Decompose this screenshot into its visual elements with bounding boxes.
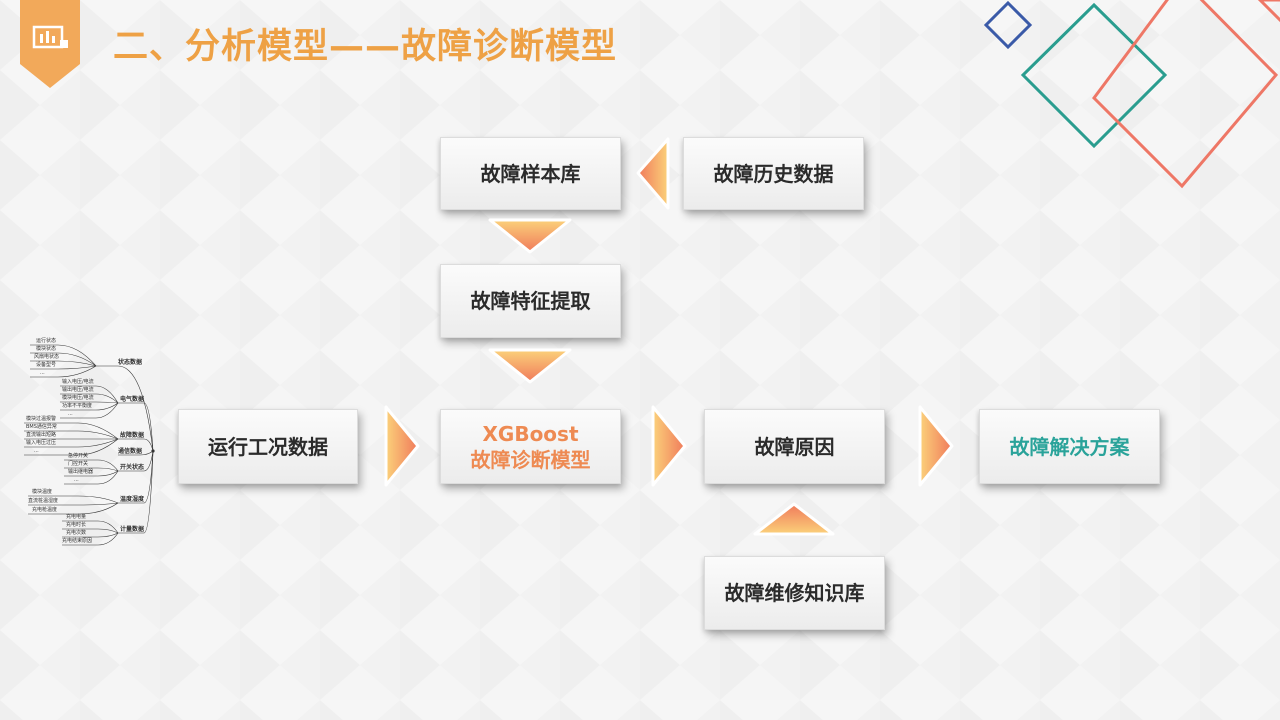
fault-feature-extraction-label: 故障特征提取 [470,289,591,313]
mindmap-leaf: ... [74,477,79,483]
mindmap-leaf: 直流输出短路 [26,432,57,438]
fault-history-data-box: 故障历史数据 [683,137,864,210]
mindmap-leaf: 输出电压/电流 [62,387,94,393]
mindmap-leaf: 模块状态 [36,346,57,352]
mindmap-leaf: 运行状态 [36,338,57,344]
decorative-diamonds [983,0,1280,189]
mindmap-leaf: ... [40,370,45,376]
mindmap-leaf: ... [34,448,39,454]
operating-data-mindmap: 状态数据 电气数据 故障数据 通信数据 开关状态 温度湿度 计量数据 运行状态 … [18,335,168,555]
mindmap-category: 温度湿度 [120,496,145,503]
mindmap-leaf: 模块过温报警 [26,416,57,422]
mindmap-leaf: 充电时长 [66,522,87,528]
fault-history-data-label: 故障历史数据 [713,161,834,186]
fault-knowledge-base-label: 故障维修知识库 [724,581,865,605]
mindmap-category: 计量数据 [120,526,145,533]
mindmap-category: 故障数据 [120,432,145,439]
arrow-down-sample-to-feature [488,218,572,254]
mindmap-leaf: ... [68,411,73,417]
mindmap-leaf: 充电电量 [66,514,87,520]
mindmap-leaf: 风扇电状态 [34,354,60,360]
fault-sample-library-label: 故障样本库 [480,161,581,186]
operating-data-box: 运行工况数据 [178,409,358,484]
mindmap-leaf: 急停开关 [68,453,89,459]
fault-cause-label: 故障原因 [754,434,835,459]
mindmap-leaf: 模块温度 [32,489,53,495]
mindmap-category: 开关状态 [120,464,145,471]
fault-feature-extraction-box: 故障特征提取 [440,264,621,338]
page-title: 二、分析模型——故障诊断模型 [113,27,618,67]
mindmap-leaf: 输出继电器 [68,469,94,475]
arrow-left-history-to-sample [636,137,670,210]
mindmap-leaf: 充电枪温度 [32,507,58,513]
mindmap-lines [24,344,155,546]
mindmap-leaf: BMS通信异常 [26,424,57,430]
mindmap-leaf: 充电次数 [66,530,87,536]
fault-knowledge-base-box: 故障维修知识库 [704,556,885,630]
fault-solution-box: 故障解决方案 [979,409,1160,484]
arrow-right-model-to-cause [651,405,687,487]
mindmap-leaf: 门控开关 [68,461,89,467]
mindmap-leaf: 直流桩温湿度 [28,498,59,504]
xgboost-model-label-2: 故障诊断模型 [470,447,591,472]
mindmap-leaf: 设备型号 [36,362,57,368]
arrow-right-operating-to-model [384,405,420,487]
mindmap-category: 状态数据 [118,359,143,366]
xgboost-model-label-1: XGBoost [482,421,579,446]
mindmap-leaf: 充电结束原因 [62,538,93,544]
arrow-down-feature-to-model [488,348,572,384]
fault-solution-label: 故障解决方案 [1009,434,1130,459]
fault-sample-library-box: 故障样本库 [440,137,621,210]
operating-data-label: 运行工况数据 [208,434,328,459]
presentation-badge-icon [20,0,80,88]
mindmap-leaf: 功率不平衡度 [62,403,93,409]
mindmap-category: 电气数据 [120,396,145,403]
mindmap-leaf: 输入电压/电流 [62,379,94,385]
arrow-up-knowledge-to-cause [753,502,835,536]
arrow-right-cause-to-solution [918,405,954,487]
mindmap-category: 通信数据 [118,448,143,455]
mindmap-leaf: 输入电压过压 [26,440,57,446]
xgboost-model-box: XGBoost 故障诊断模型 [440,409,621,484]
fault-cause-box: 故障原因 [704,409,885,484]
mindmap-leaf: 模块电压/电流 [62,395,94,401]
